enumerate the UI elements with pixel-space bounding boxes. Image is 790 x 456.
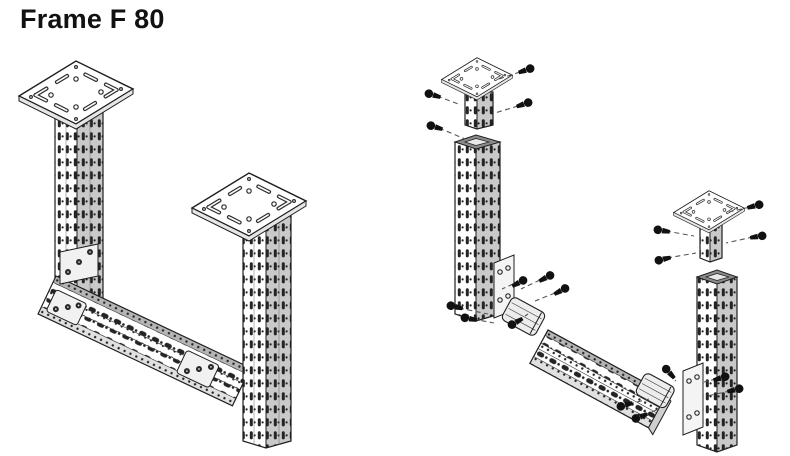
page-title: Frame F 80: [20, 4, 165, 34]
mounting-plate-with-stub: [672, 189, 746, 263]
screw: [517, 63, 536, 77]
mounting-plate-with-stub: [440, 56, 514, 130]
flange-plate: [682, 362, 704, 436]
corner-flange: [59, 243, 99, 285]
assembled-view: [17, 59, 308, 449]
screw: [749, 230, 768, 242]
beam-connector: [635, 373, 675, 409]
screw: [746, 199, 765, 213]
screw: [552, 282, 571, 298]
screw: [653, 253, 672, 266]
beam-connector: [501, 297, 546, 336]
cross-beam: [37, 275, 252, 407]
screw: [652, 224, 671, 237]
screw: [660, 363, 678, 382]
screw: [515, 97, 534, 111]
mounting-plate: [17, 59, 135, 131]
screw: [423, 88, 442, 102]
corner-flange: [46, 289, 87, 326]
screw: [425, 120, 444, 134]
exploded-view: [423, 56, 768, 453]
vertical-profile: [242, 207, 292, 449]
corner-flange: [176, 350, 219, 388]
screw: [537, 269, 556, 285]
vertical-profile: [453, 134, 502, 322]
